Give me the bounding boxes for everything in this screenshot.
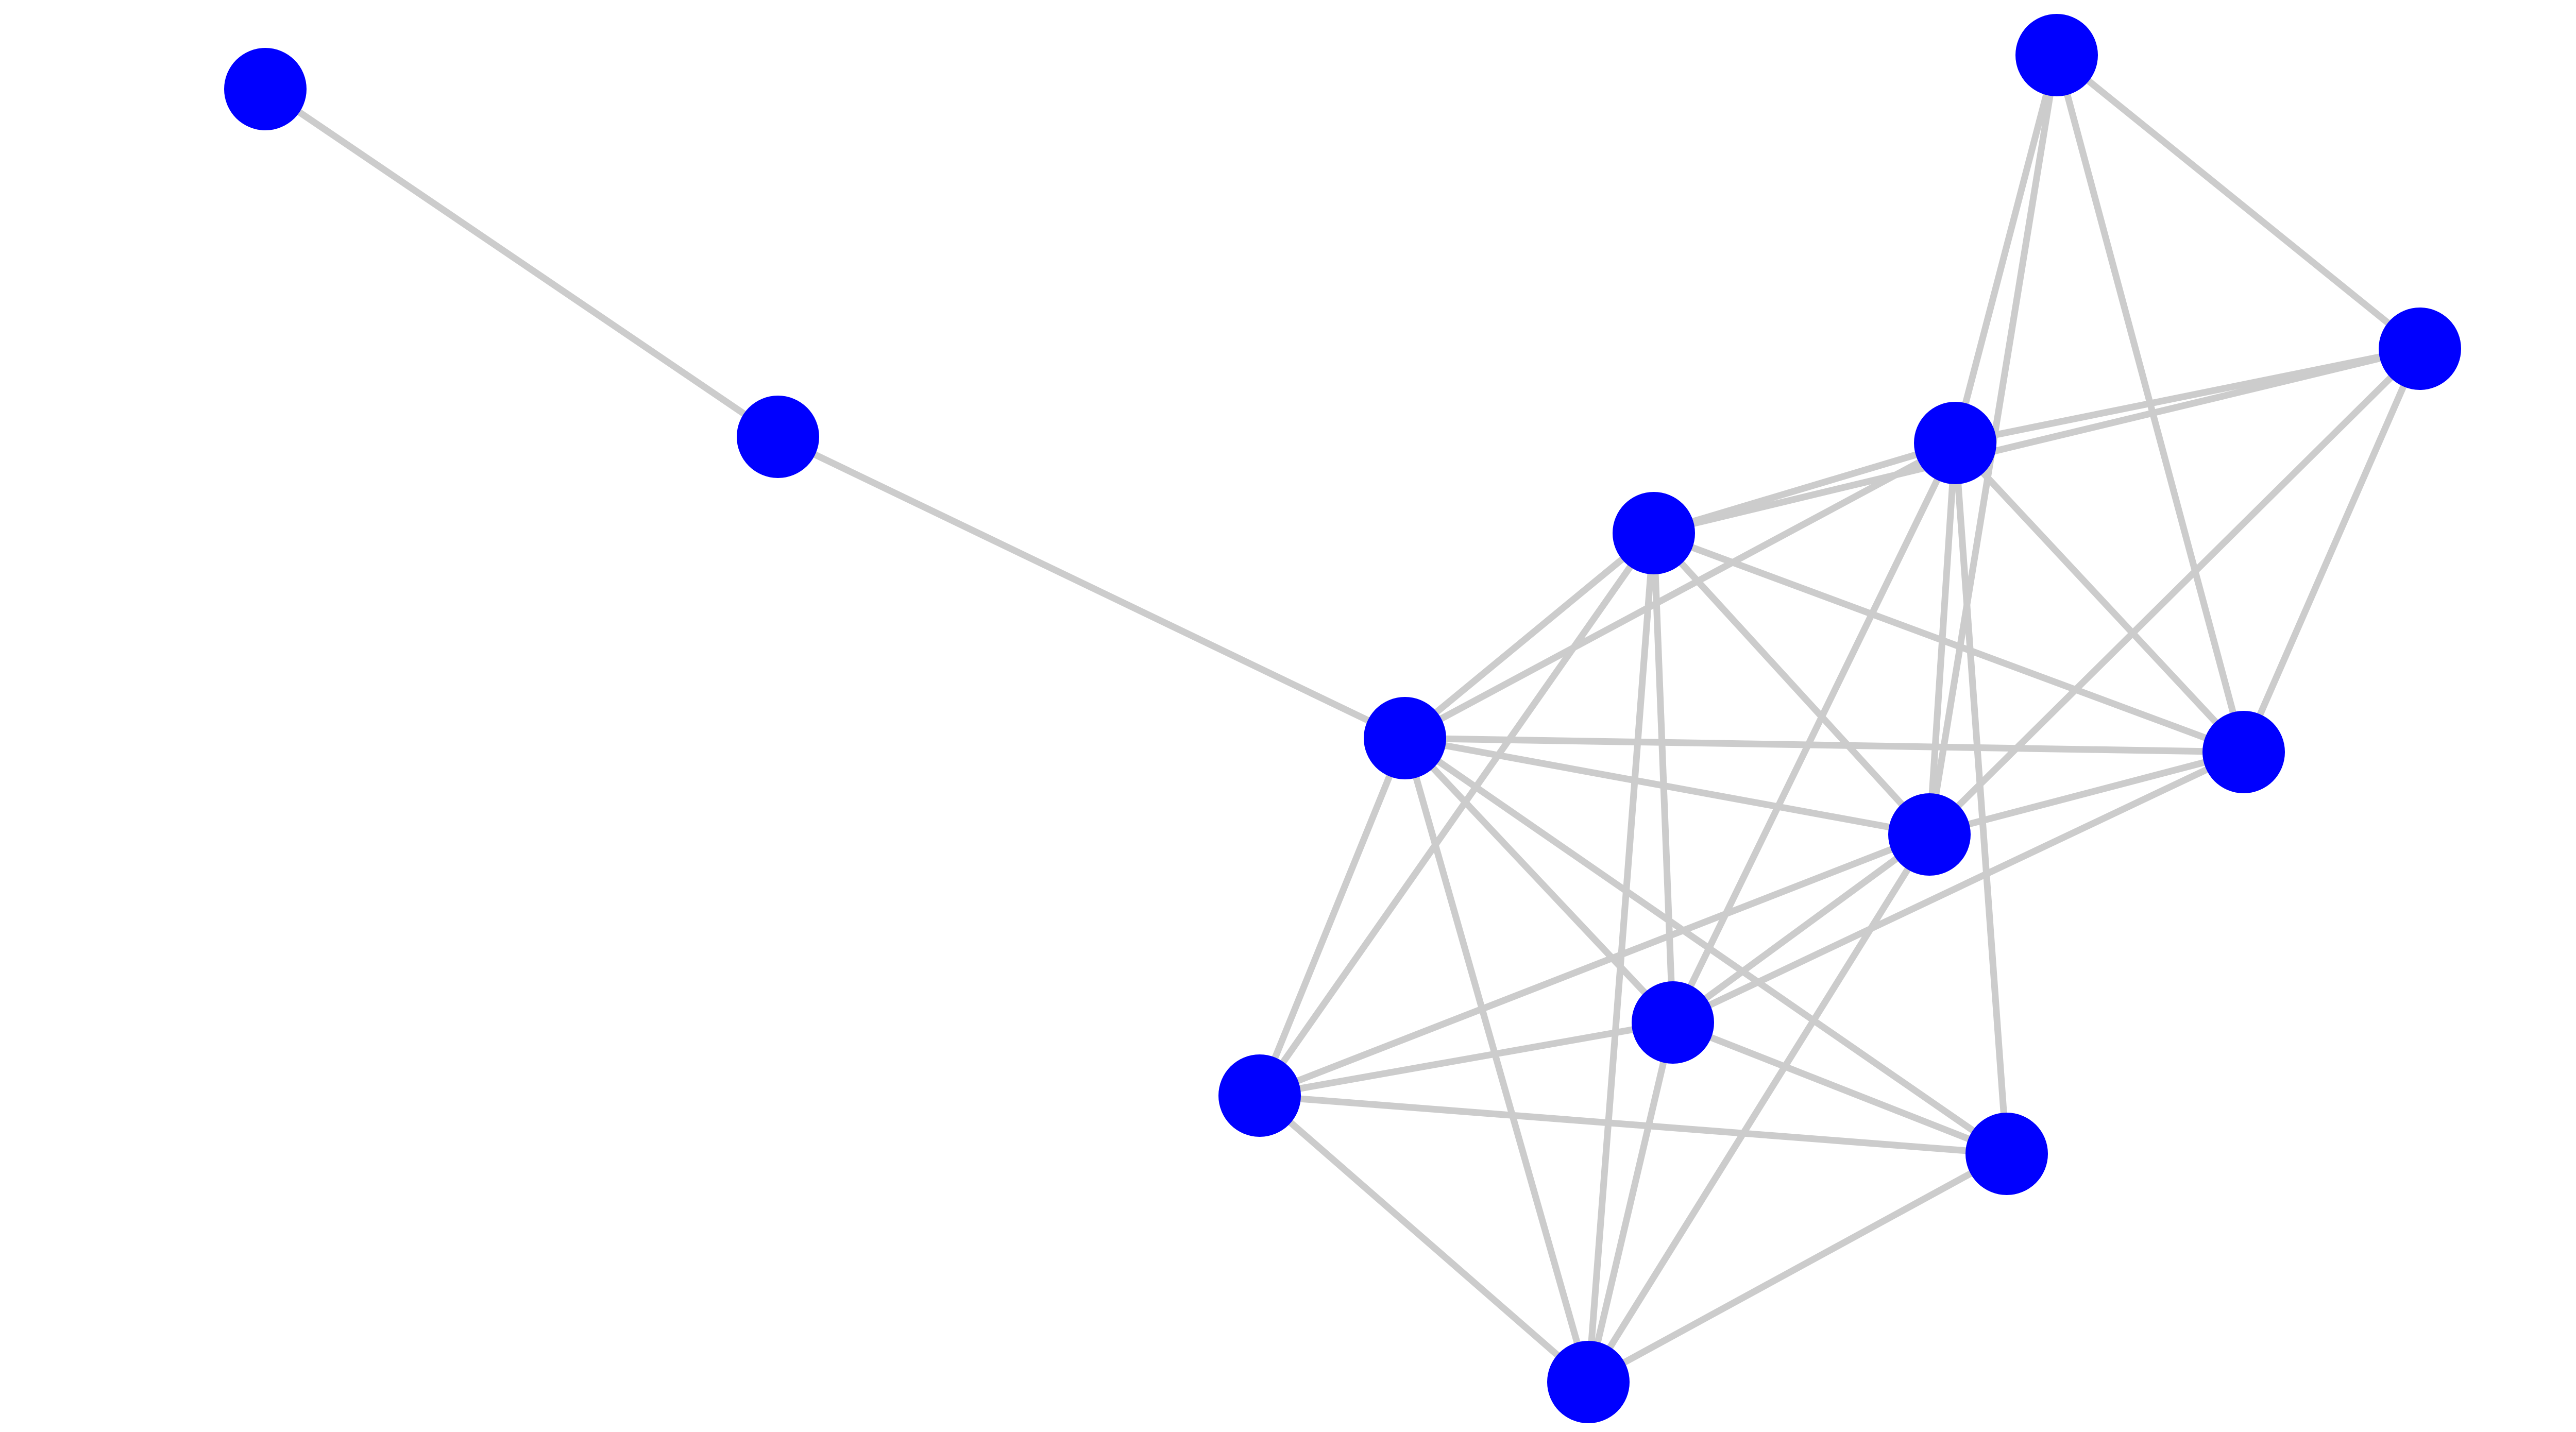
edge-n3-n7	[1256, 831, 1933, 1099]
edge-n1-n2	[774, 433, 1409, 742]
edge-n7-n9	[1650, 530, 1933, 838]
edge-n7-n8	[1926, 748, 2247, 838]
node-n5	[1632, 981, 1714, 1064]
edge-n3-n6	[1256, 1092, 2010, 1157]
node-n7	[1888, 793, 1971, 876]
edge-n5-n7	[1669, 831, 1933, 1026]
edge-n5-n8	[1669, 748, 2247, 1026]
edge-n3-n4	[1256, 1092, 1592, 1386]
edge-n2-n3	[1256, 735, 1409, 1099]
edges-layer	[262, 52, 2424, 1386]
edge-n2-n9	[1401, 530, 1657, 742]
edge-n3-n9	[1256, 530, 1657, 1099]
node-n9	[1613, 492, 1695, 574]
edge-n2-n6	[1401, 735, 2010, 1157]
edge-n5-n6	[1669, 1019, 2010, 1157]
edge-n6-n10	[1952, 439, 2010, 1157]
edge-n9-n11	[1650, 345, 2424, 537]
edge-n2-n10	[1401, 439, 1959, 742]
node-n6	[1965, 1113, 2048, 1195]
node-n3	[1218, 1054, 1301, 1137]
edge-n10-n11	[1952, 345, 2424, 447]
edge-n2-n5	[1401, 735, 1676, 1026]
edge-n5-n10	[1669, 439, 1959, 1026]
edge-n8-n9	[1650, 530, 2247, 756]
edge-n2-n7	[1401, 735, 1933, 838]
edge-n4-n5	[1585, 1019, 1676, 1386]
edge-n8-n10	[1952, 439, 2247, 756]
node-n8	[2202, 711, 2285, 793]
node-n1	[737, 396, 819, 478]
node-n11	[2379, 308, 2461, 390]
node-n0	[224, 48, 307, 130]
edge-n8-n11	[2240, 345, 2424, 756]
edge-n0-n1	[262, 86, 782, 440]
node-n2	[1364, 697, 1446, 779]
edge-n4-n6	[1585, 1150, 2010, 1386]
edge-n3-n5	[1256, 1019, 1676, 1099]
edge-n5-n9	[1650, 530, 1676, 1026]
edge-n2-n8	[1401, 735, 2247, 756]
node-n12	[2015, 14, 2098, 96]
nodes-layer	[224, 14, 2461, 1423]
edge-n11-n12	[2053, 52, 2424, 352]
node-n4	[1547, 1341, 1630, 1423]
edge-n7-n11	[1926, 345, 2424, 838]
edge-n10-n12	[1952, 52, 2060, 447]
edge-n4-n9	[1585, 530, 1657, 1386]
node-n10	[1914, 402, 1996, 484]
